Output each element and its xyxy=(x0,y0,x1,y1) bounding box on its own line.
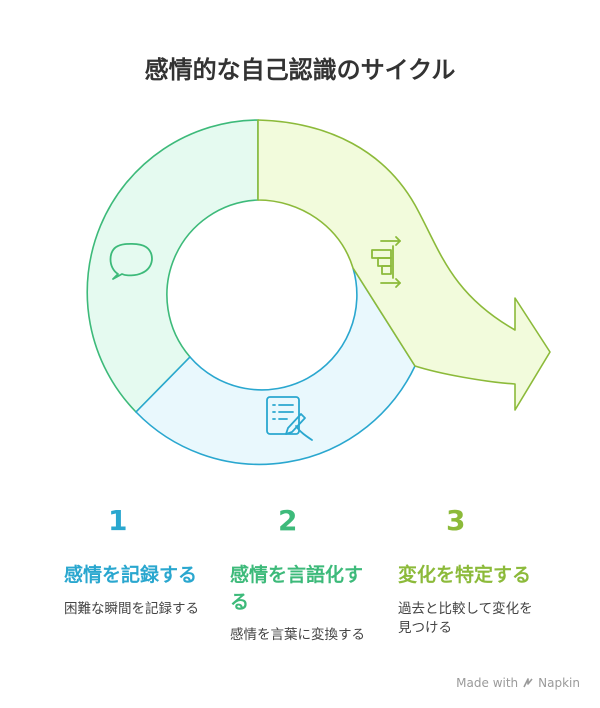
footer-attribution: Made with Napkin xyxy=(456,676,580,690)
step-1-title: 感情を記録する xyxy=(64,564,198,586)
page-title: 感情的な自己認識のサイクル xyxy=(144,56,456,84)
napkin-logo-icon xyxy=(523,678,533,688)
step-3-title: 変化を特定する xyxy=(398,564,532,586)
step-3-number: 3 xyxy=(446,504,466,537)
step-1-description: 困難な瞬間を記録する xyxy=(64,601,199,617)
bar-chart-arrows-icon xyxy=(371,236,401,288)
step-3-description: 過去と比較して変化を見つける xyxy=(398,601,533,636)
step-2-description: 感情を言葉に変換する xyxy=(230,627,365,643)
segment-arrow xyxy=(257,119,551,411)
step-2-number: 2 xyxy=(278,504,298,537)
step-1-number: 1 xyxy=(108,504,128,537)
speech-bubble-icon xyxy=(109,242,153,280)
made-with-text: Made with xyxy=(456,676,519,690)
notepad-pen-icon xyxy=(266,396,313,441)
step-2-title: 感情を言語化する xyxy=(230,564,364,613)
napkin-brand-text: Napkin xyxy=(538,676,580,690)
segment-left xyxy=(86,119,259,414)
